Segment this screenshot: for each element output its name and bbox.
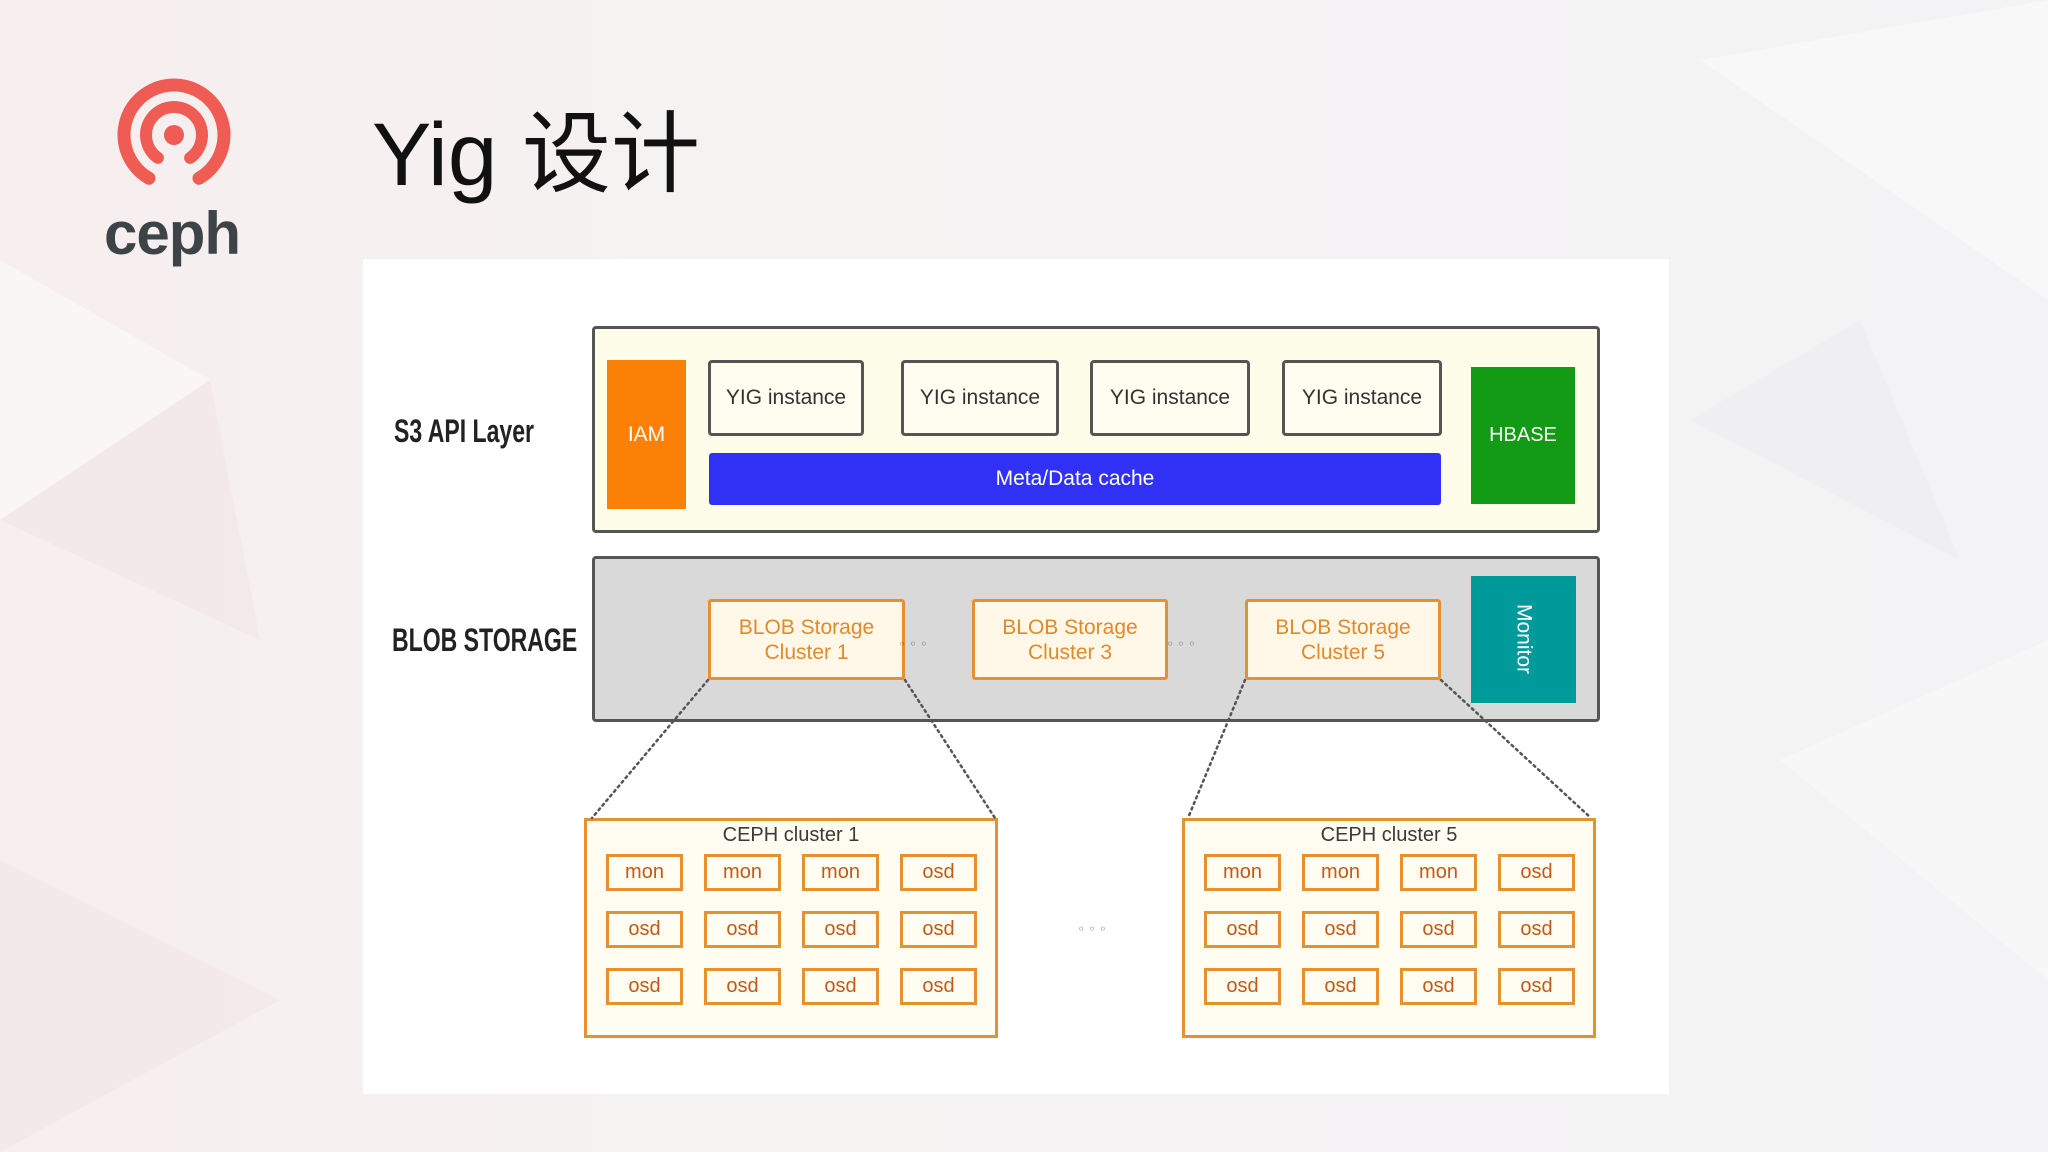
blob-cluster-number: Cluster 1 (764, 640, 849, 664)
mon-node: mon (704, 854, 781, 891)
mon-node: mon (1400, 854, 1477, 891)
blob-storage-cluster-3: BLOB Storage Cluster 3 (972, 599, 1168, 680)
ceph-logo-icon (117, 78, 231, 185)
s3-api-layer-box: IAM YIG instance YIG instance YIG instan… (592, 326, 1600, 533)
osd-node: osd (1204, 911, 1281, 948)
iam-block: IAM (607, 360, 686, 509)
ceph-wordmark: ceph (104, 200, 241, 267)
blob-cluster-name: BLOB Storage (1275, 615, 1411, 639)
slide-title: Yig 设计 (372, 104, 701, 204)
hbase-block: HBASE (1471, 367, 1575, 504)
osd-node: osd (1498, 911, 1575, 948)
osd-node: osd (606, 968, 683, 1005)
blob-storage-cluster-5: BLOB Storage Cluster 5 (1245, 599, 1441, 680)
blob-storage-box: BLOB Storage Cluster 1 ◦ ◦ ◦ BLOB Storag… (592, 556, 1600, 722)
ceph-cluster-1: CEPH cluster 1 mon mon mon osd osd osd o… (584, 818, 998, 1038)
osd-node: osd (1302, 911, 1379, 948)
osd-node: osd (900, 968, 977, 1005)
osd-node: osd (1498, 854, 1575, 891)
ceph-cluster-title: CEPH cluster 1 (722, 824, 860, 846)
s3-api-layer-label: S3 API Layer (394, 413, 535, 449)
yig-instance-4: YIG instance (1282, 360, 1442, 436)
yig-instance-1: YIG instance (708, 360, 864, 436)
osd-node: osd (900, 854, 977, 891)
blob-storage-label: BLOB STORAGE (392, 622, 578, 658)
osd-node: osd (1204, 968, 1281, 1005)
monitor-block: Monitor (1471, 576, 1576, 703)
osd-node: osd (704, 968, 781, 1005)
osd-node: osd (1302, 968, 1379, 1005)
osd-node: osd (1498, 968, 1575, 1005)
ceph-node-grid: mon mon mon osd osd osd osd osd osd osd … (606, 854, 977, 1005)
yig-instance-3: YIG instance (1090, 360, 1250, 436)
blob-cluster-number: Cluster 5 (1300, 640, 1386, 664)
blob-cluster-ellipsis: ◦ ◦ ◦ (898, 637, 928, 651)
blob-cluster-name: BLOB Storage (1002, 615, 1138, 639)
osd-node: osd (1400, 968, 1477, 1005)
blob-cluster-number: Cluster 3 (1027, 640, 1113, 664)
ceph-cluster-5: CEPH cluster 5 mon mon mon osd osd osd o… (1182, 818, 1596, 1038)
osd-node: osd (704, 911, 781, 948)
architecture-diagram: S3 API Layer IAM YIG instance YIG instan… (363, 259, 1669, 1094)
mon-node: mon (1204, 854, 1281, 891)
yig-instance-2: YIG instance (901, 360, 1059, 436)
ceph-node-grid: mon mon mon osd osd osd osd osd osd osd … (1204, 854, 1575, 1005)
blob-cluster-ellipsis: ◦ ◦ ◦ (1166, 637, 1196, 651)
osd-node: osd (802, 968, 879, 1005)
osd-node: osd (1400, 911, 1477, 948)
mon-node: mon (1302, 854, 1379, 891)
mon-node: mon (606, 854, 683, 891)
osd-node: osd (606, 911, 683, 948)
monitor-label: Monitor (1512, 604, 1536, 675)
blob-storage-cluster-1: BLOB Storage Cluster 1 (708, 599, 905, 680)
meta-data-cache-bar: Meta/Data cache (709, 453, 1441, 505)
osd-node: osd (900, 911, 977, 948)
osd-node: osd (802, 911, 879, 948)
ceph-cluster-ellipsis: ◦ ◦ ◦ (1077, 922, 1107, 936)
blob-cluster-name: BLOB Storage (738, 615, 875, 639)
mon-node: mon (802, 854, 879, 891)
ceph-cluster-title: CEPH cluster 5 (1320, 824, 1458, 846)
